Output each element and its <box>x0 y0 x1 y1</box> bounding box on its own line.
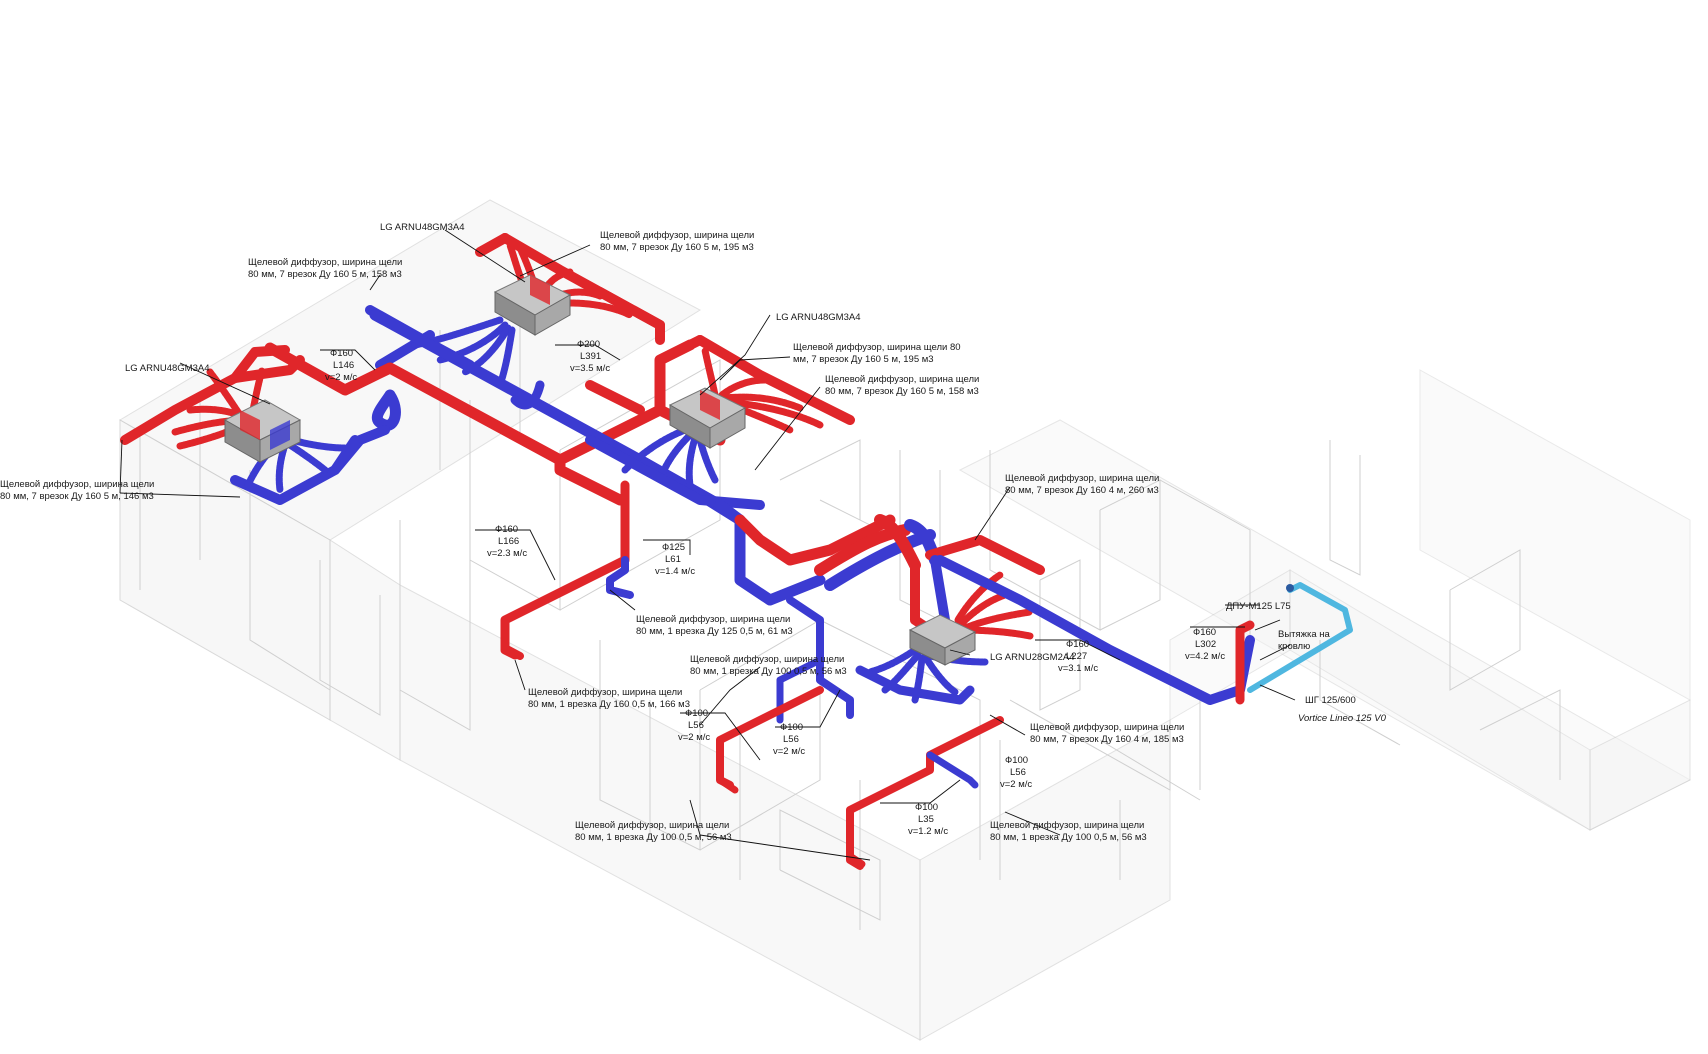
duct-tag-d160-right: Ф160 L302 v=4.2 м/с <box>1185 627 1225 662</box>
duct-d160-right-length: L302 <box>1195 639 1216 650</box>
duct-d160-top-velocity: v=2 м/с <box>325 372 357 383</box>
duct-tag-d100-b: Ф100 L56 v=2 м/с <box>773 722 805 757</box>
duct-tag-d100-d: Ф100 L35 v=1.2 м/с <box>908 802 948 837</box>
duct-d160-mid-size: Ф160 <box>495 524 518 535</box>
duct-tag-d200: Ф200 L391 v=3.5 м/с <box>570 339 610 374</box>
duct-d200-size: Ф200 <box>577 339 600 350</box>
diffuser-bottom-left-l1: Щелевой диффузор, ширина щели <box>575 820 729 831</box>
diffuser-top-right-l2: 80 мм, 7 врезок Ду 160 5 м, 195 м3 <box>600 242 754 253</box>
duct-d100-d-size: Ф100 <box>915 802 938 813</box>
duct-d100-b-length: L56 <box>783 734 799 745</box>
diffuser-lower-left-l1: Щелевой диффузор, ширина щели <box>528 687 682 698</box>
diffuser-top-left-l2: 80 мм, 7 врезок Ду 160 5 м, 158 м3 <box>248 269 402 280</box>
duct-d160-right-size: Ф160 <box>1193 627 1216 638</box>
duct-tag-d160-top: Ф160 L146 v=2 м/с <box>325 348 357 383</box>
duct-d125-size: Ф125 <box>662 542 685 553</box>
exhaust-dpu-label: ДПУ-М125 L75 <box>1226 601 1291 612</box>
unit-bottom-label: LG ARNU28GM2A4 <box>990 652 1074 663</box>
duct-tag-d160-unit: Ф160 L227 v=3.1 м/с <box>1058 639 1098 674</box>
duct-d100-c-velocity: v=2 м/с <box>1000 779 1032 790</box>
duct-d100-a-velocity: v=2 м/с <box>678 732 710 743</box>
leader-lines <box>119 229 1296 861</box>
exhaust-roof-l2: кровлю <box>1278 641 1310 652</box>
diffuser-bottom-right-l1: Щелевой диффузор, ширина щели <box>990 820 1144 831</box>
duct-d160-mid-length: L166 <box>498 536 519 547</box>
duct-tag-d125: Ф125 L61 v=1.4 м/с <box>655 542 695 577</box>
diffuser-left-l1: Щелевой диффузор, ширина щели <box>0 479 154 490</box>
diffuser-top-right-l1: Щелевой диффузор, ширина щели <box>600 230 754 241</box>
duct-d160-top-length: L146 <box>333 360 354 371</box>
diffuser-top-left-l1: Щелевой диффузор, ширина щели <box>248 257 402 268</box>
unit-top-center-label: LG ARNU48GM3A4 <box>380 222 464 233</box>
duct-tag-d100-c: Ф100 L56 v=2 м/с <box>1000 755 1032 790</box>
diffuser-bottom-right-l2: 80 мм, 1 врезка Ду 100 0,5 м, 56 м3 <box>990 832 1147 843</box>
duct-d160-unit-velocity: v=3.1 м/с <box>1058 663 1098 674</box>
duct-d160-unit-size: Ф160 <box>1066 639 1089 650</box>
diffuser-bottom-unit-top-l2: 80 мм, 7 врезок Ду 160 4 м, 260 м3 <box>1005 485 1159 496</box>
diffuser-left-l2: 80 мм, 7 врезок Ду 160 5 м, 146 м3 <box>0 491 154 502</box>
exhaust-grille-label: ШГ 125/600 <box>1305 695 1356 706</box>
diffuser-mid-right-1-l2: мм, 7 врезок Ду 160 5 м, 195 м3 <box>793 354 934 365</box>
duct-d100-b-size: Ф100 <box>780 722 803 733</box>
unit-left-label: LG ARNU48GM3A4 <box>125 363 209 374</box>
duct-d100-c-length: L56 <box>1010 767 1026 778</box>
ductwork <box>120 233 1353 870</box>
duct-d100-d-length: L35 <box>918 814 934 825</box>
duct-d100-d-velocity: v=1.2 м/с <box>908 826 948 837</box>
duct-d160-mid-velocity: v=2.3 м/с <box>487 548 527 559</box>
diffuser-center-2-l1: Щелевой диффузор, ширина щели <box>690 654 844 665</box>
diffuser-center-1-l2: 80 мм, 1 врезка Ду 125 0,5 м, 61 м3 <box>636 626 793 637</box>
diffuser-bottom-unit-top-l1: Щелевой диффузор, ширина щели <box>1005 473 1159 484</box>
unit-right-group <box>585 335 855 510</box>
duct-d160-right-velocity: v=4.2 м/с <box>1185 651 1225 662</box>
diffuser-bottom-unit-bottom-l2: 80 мм, 7 врезок Ду 160 4 м, 185 м3 <box>1030 734 1184 745</box>
duct-d200-length: L391 <box>580 351 601 362</box>
duct-d160-unit-length: L227 <box>1066 651 1087 662</box>
diffuser-center-2-l2: 80 мм, 1 врезка Ду 100 0,5 м, 56 м3 <box>690 666 847 677</box>
duct-d100-b-velocity: v=2 м/с <box>773 746 805 757</box>
duct-tag-d160-mid: Ф160 L166 v=2.3 м/с <box>487 524 527 559</box>
duct-d125-velocity: v=1.4 м/с <box>655 566 695 577</box>
exhaust-roof-l1: Вытяжка на <box>1278 629 1331 640</box>
duct-d200-velocity: v=3.5 м/с <box>570 363 610 374</box>
exhaust-fan-label: Vortice Lineo 125 V0 <box>1298 713 1387 724</box>
diffuser-mid-right-1-l1: Щелевой диффузор, ширина щели 80 <box>793 342 961 353</box>
duct-tag-d100-a: Ф100 L56 v=2 м/с <box>678 708 710 743</box>
labels: LG ARNU48GM3A4 LG ARNU48GM3A4 LG ARNU48G… <box>0 222 1387 843</box>
duct-d100-a-size: Ф100 <box>685 708 708 719</box>
duct-d100-a-length: L56 <box>688 720 704 731</box>
diffuser-mid-right-2-l1: Щелевой диффузор, ширина щели <box>825 374 979 385</box>
building-walls <box>119 199 1692 1041</box>
duct-d125-length: L61 <box>665 554 681 565</box>
diffuser-center-1-l1: Щелевой диффузор, ширина щели <box>636 614 790 625</box>
diffuser-lower-left-l2: 80 мм, 1 врезка Ду 160 0,5 м, 166 м3 <box>528 699 690 710</box>
duct-d160-top-size: Ф160 <box>330 348 353 359</box>
diffuser-mid-right-2-l2: 80 мм, 7 врезок Ду 160 5 м, 158 м3 <box>825 386 979 397</box>
diffuser-bottom-unit-bottom-l1: Щелевой диффузор, ширина щели <box>1030 722 1184 733</box>
unit-right-label: LG ARNU48GM3A4 <box>776 312 860 323</box>
duct-d100-c-size: Ф100 <box>1005 755 1028 766</box>
diffuser-bottom-left-l2: 80 мм, 1 врезка Ду 100 0,5 м, 56 м3 <box>575 832 732 843</box>
unit-left-group <box>120 345 390 505</box>
